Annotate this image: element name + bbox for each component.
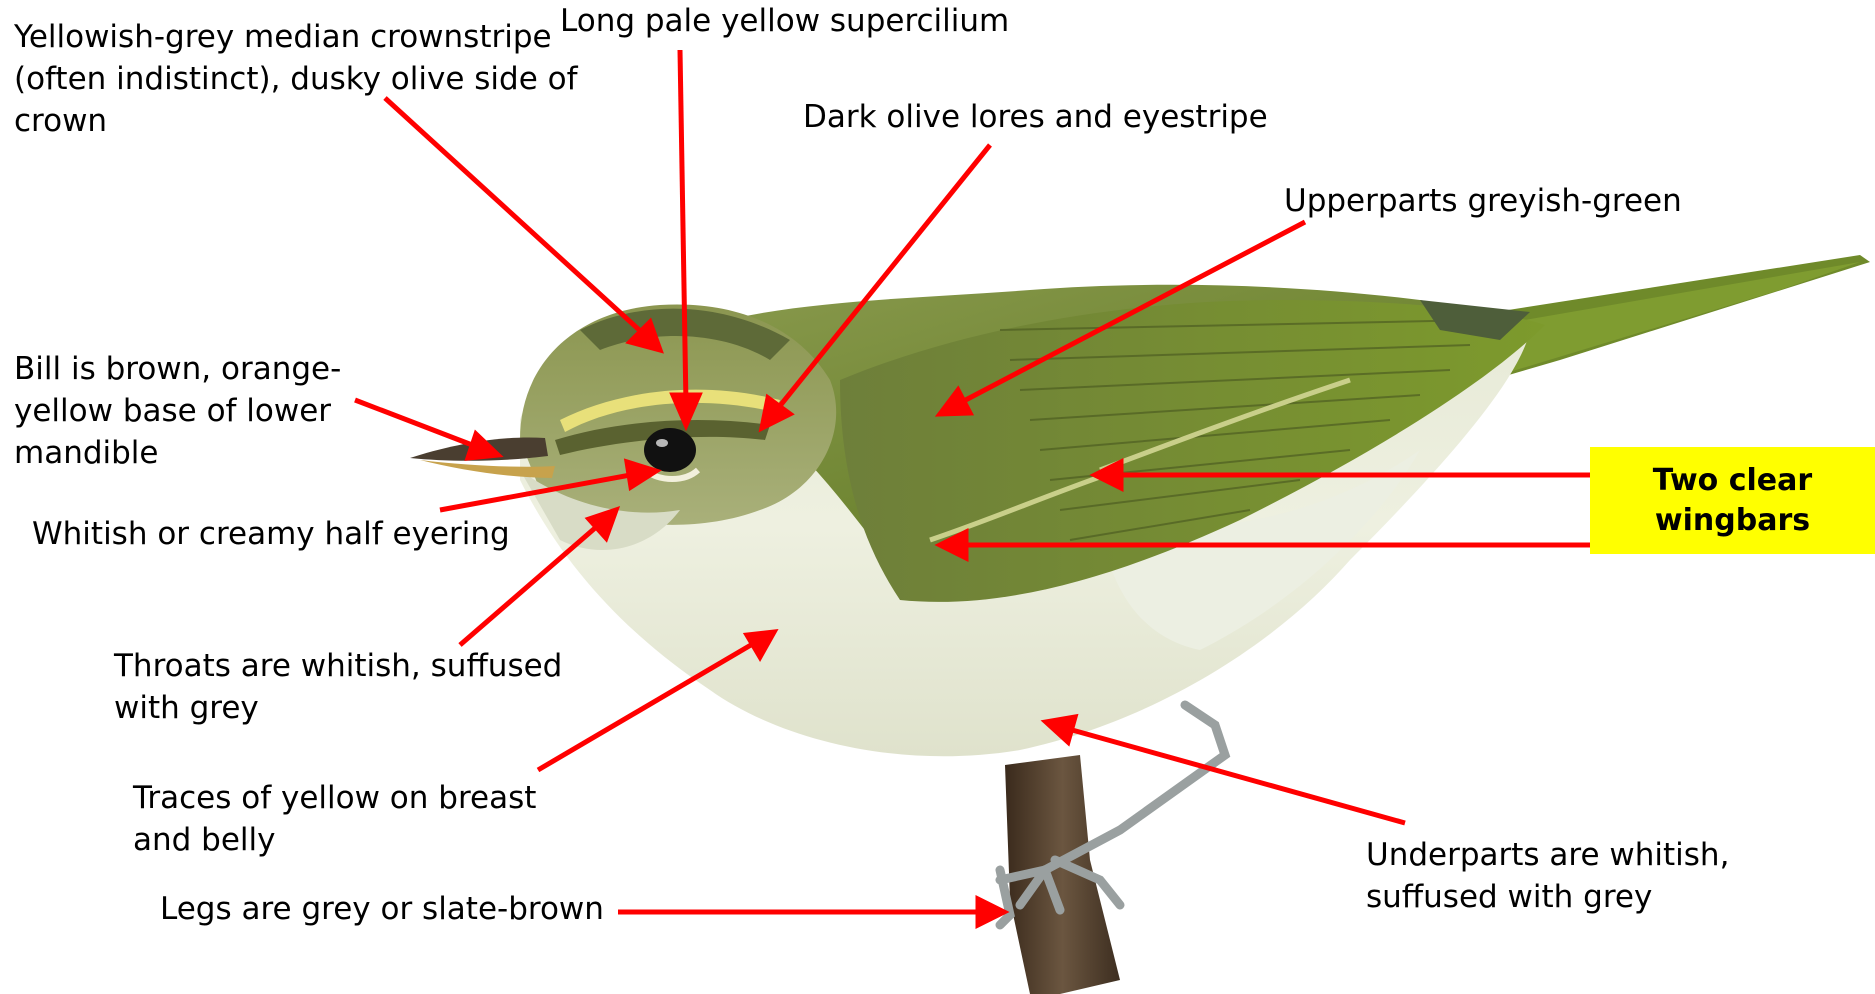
- label-underparts: Underparts are whitish, suffused with gr…: [1366, 834, 1729, 918]
- label-throat: Throats are whitish, suffused with grey: [114, 645, 562, 729]
- label-wingbars: Two clear wingbars: [1653, 461, 1812, 541]
- wingbars-highlight-box: Two clear wingbars: [1590, 447, 1875, 554]
- label-lores: Dark olive lores and eyestripe: [803, 96, 1268, 138]
- label-breast: Traces of yellow on breast and belly: [133, 777, 536, 861]
- label-bill: Bill is brown, orange- yellow base of lo…: [14, 348, 341, 474]
- label-crownstripe: Yellowish-grey median crownstripe (often…: [14, 16, 578, 142]
- label-eyering: Whitish or creamy half eyering: [32, 513, 510, 555]
- label-supercilium: Long pale yellow supercilium: [560, 0, 1009, 42]
- arrow-underparts: [1065, 728, 1405, 823]
- label-upperparts: Upperparts greyish-green: [1284, 180, 1682, 222]
- arrow-bill: [355, 400, 480, 448]
- label-legs: Legs are grey or slate-brown: [160, 888, 604, 930]
- arrow-breast: [538, 642, 756, 770]
